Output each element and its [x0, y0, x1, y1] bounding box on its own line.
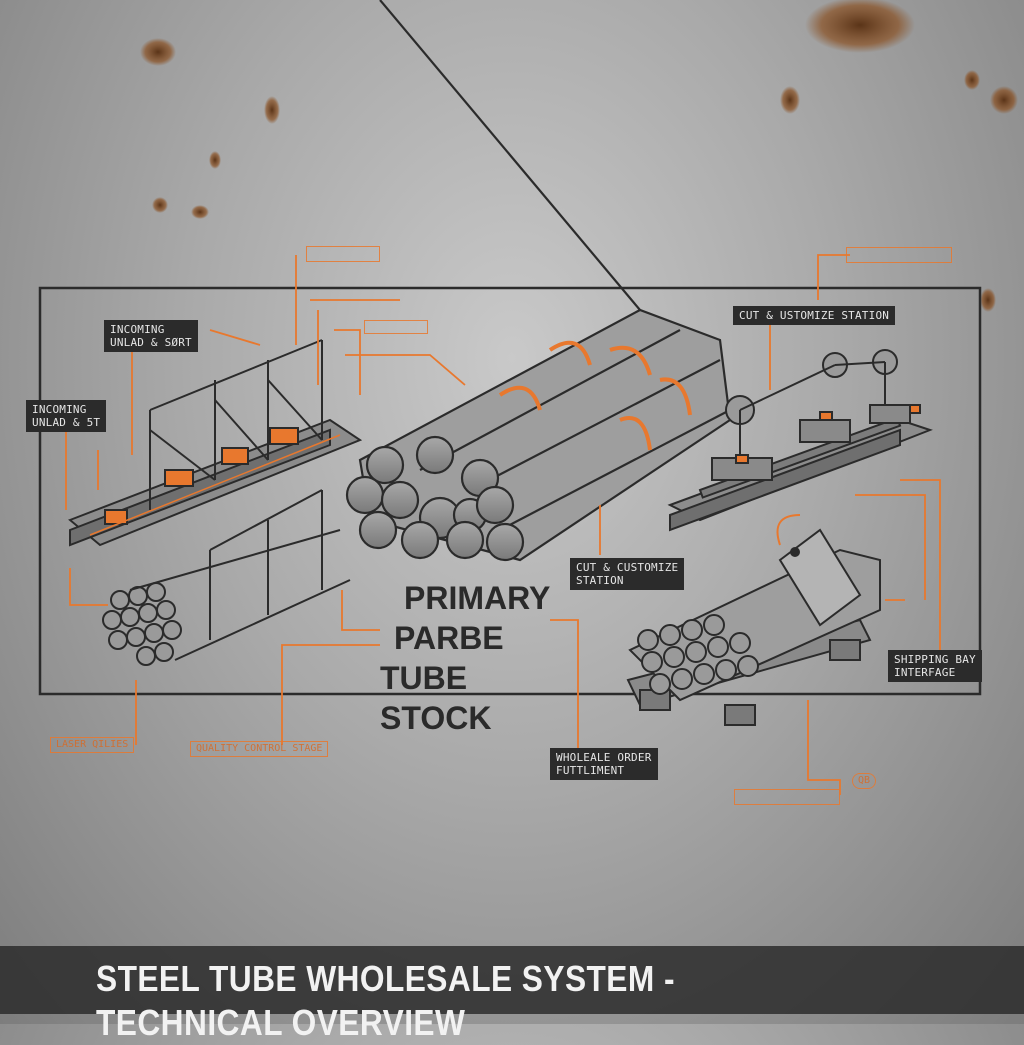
label-incoming-unload-left: INCOMING UNLAD & 5T	[26, 400, 107, 432]
label-cut-customize-top: CUT & USTOMIZE STATION	[733, 306, 896, 325]
rust-stains	[140, 0, 1018, 312]
incoming-conveyor-illustration	[68, 339, 363, 547]
footer-title: STEEL TUBE WHOLESALE SYSTEM - TECHNICAL …	[96, 958, 675, 1043]
center-title-line-2: PARBE	[394, 620, 504, 656]
cut-customize-machine-illustration	[667, 349, 933, 532]
label-cut-customize-mid: CUT & CUSTOMIZE STATION	[570, 558, 685, 590]
label-wholesale-order: WHOLEALE ORDER FUTTLIMENT	[550, 748, 658, 780]
lower-tube-rack-illustration	[102, 489, 351, 666]
blank-callout-mid	[364, 320, 428, 334]
label-incoming-unload-sort: INCOMING UNLAD & SØRT	[104, 320, 198, 352]
blank-callout-right	[846, 247, 952, 263]
primary-tube-stock-title: PRIMARY PARBE TUBE STOCK	[380, 578, 580, 738]
footer-banner	[0, 946, 1024, 1014]
blank-callout-bottom	[734, 789, 840, 805]
primary-tube-bundle-illustration	[345, 0, 732, 562]
shipping-pallet-illustration	[626, 514, 881, 726]
label-shipping-bay: SHIPPING BAY INTERFAGE	[888, 650, 982, 682]
faint-label-left: LASER QILIES	[50, 737, 135, 753]
center-title-line-1: PRIMARY	[404, 580, 551, 616]
faint-label-quality: QUALITY CONTROL STAGE	[190, 741, 329, 757]
blank-callout-top	[306, 246, 380, 262]
diagram-canvas	[38, 0, 1018, 795]
callout-leader-lines	[65, 254, 941, 795]
center-title-line-3: TUBE STOCK	[380, 660, 492, 736]
system-frame	[38, 286, 982, 696]
faint-label-code: QB	[852, 773, 877, 789]
